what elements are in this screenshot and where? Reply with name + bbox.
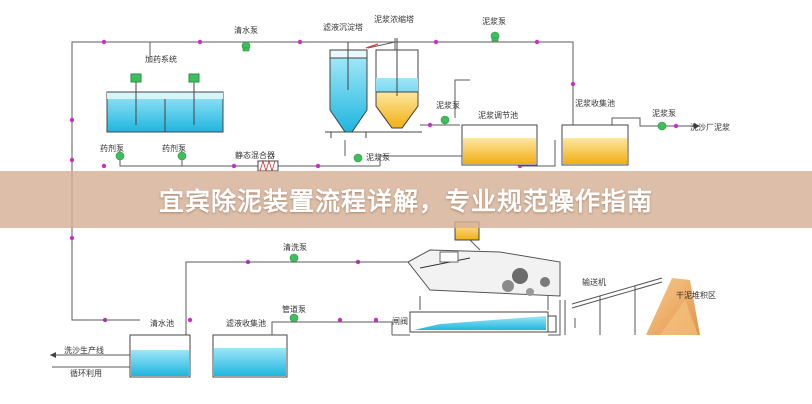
label-dosing-pump-1: 药剂泵: [100, 143, 124, 153]
filtrate-collect-tank: [212, 334, 288, 378]
label-filter-settler: 滤液沉淀塔: [323, 22, 363, 32]
label-dosing-pump-2: 药剂泵: [162, 143, 186, 153]
wash-pump-icon: [289, 253, 299, 263]
label-valve: 闸阀: [392, 317, 408, 326]
label-static-mixer: 静态混合器: [235, 150, 275, 160]
sludge-pump-low-icon: [353, 153, 363, 163]
label-sand-line: 洗沙生产线: [64, 345, 104, 355]
label-dry-sludge-area: 干泥堆积区: [676, 290, 716, 300]
pipe-markers: [69, 39, 679, 323]
sludge-pump-right-icon: [657, 121, 667, 131]
flow-arrows: [50, 123, 700, 358]
dosing-pump-1-icon: [115, 151, 125, 161]
sludge-thickener-tower: [365, 38, 422, 133]
pipe-pump-icon: [289, 313, 299, 323]
title-banner: 宜宾除泥装置流程详解，专业规范操作指南: [0, 171, 812, 228]
clear-water-pump-icon: [241, 41, 251, 52]
sedimentation-trough: [409, 311, 557, 333]
banner-title: 宜宾除泥装置流程详解，专业规范操作指南: [158, 186, 653, 216]
label-pipe-pump: 管道泵: [282, 304, 306, 314]
label-dosing-system: 加药系统: [145, 54, 177, 64]
filter-press-machine: [407, 221, 561, 310]
label-conveyor: 输送机: [582, 277, 606, 287]
filter-settler-tower: [325, 42, 372, 138]
label-sludge-adjust-tank: 泥浆调节池: [478, 110, 518, 120]
label-filtrate-tank: 滤液收集池: [226, 318, 266, 328]
label-clear-water-tank: 清水池: [150, 318, 174, 328]
label-sludge-pump-mid: 泥浆泵: [436, 100, 460, 110]
label-sludge-pump-low: 泥浆泵: [366, 152, 390, 162]
conveyor-belt: [564, 277, 663, 335]
sludge-pump-mid-icon: [440, 115, 450, 125]
dosing-pump-2-icon: [177, 151, 187, 161]
pump-icons: [115, 31, 667, 323]
sludge-adjust-tank: [461, 124, 538, 166]
label-wash-pump: 清洗泵: [283, 242, 307, 252]
label-sludge-thickener: 泥浆浓缩塔: [374, 14, 414, 24]
label-clear-water-pump-top: 清水泵: [234, 25, 258, 35]
diagram-labels: 加药系统 清水泵 滤液沉淀塔 泥浆浓缩塔 泥浆泵 泥浆泵 泥浆调节池 泥浆收集池…: [64, 14, 730, 378]
label-sludge-pump-right: 泥浆泵: [652, 108, 676, 118]
label-recycle: 循环利用: [70, 368, 102, 378]
clear-water-tank: [129, 334, 191, 378]
label-to-plant: 洗沙厂泥浆: [690, 122, 730, 132]
sludge-collect-tank: [561, 124, 629, 166]
dosing-tanks: [106, 73, 224, 133]
dry-sludge-pile: [646, 278, 700, 335]
label-sludge-collect-tank: 泥浆收集池: [575, 98, 615, 108]
static-mixer-icon: [257, 159, 279, 173]
sludge-pump-top-icon: [490, 31, 500, 42]
label-sludge-pump-top: 泥浆泵: [482, 16, 506, 26]
pipe-network-bottom: [50, 225, 576, 368]
